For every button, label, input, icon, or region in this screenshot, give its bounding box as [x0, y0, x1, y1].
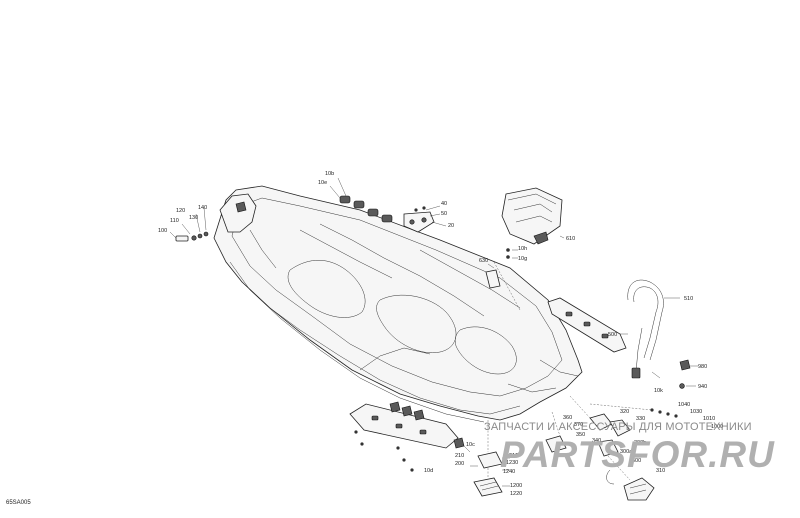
callout-10g: 10g: [518, 256, 527, 262]
bolts-1000: [589, 403, 678, 418]
callout-510: 510: [684, 296, 693, 302]
callout-10h: 10h: [518, 246, 527, 252]
grommet-10c: [453, 437, 471, 453]
side-rail-right: [547, 297, 627, 353]
watermark-logo-text: PARTSFOR.RU: [500, 434, 775, 475]
callout-10k: 10k: [654, 388, 663, 394]
callout-200: 200: [455, 461, 464, 467]
callout-1000: 1000: [711, 424, 723, 430]
callout-340: 340: [592, 438, 601, 444]
callout-100: 100: [158, 228, 167, 234]
callout-630: 630: [479, 258, 488, 264]
intake-grate-1200: [473, 420, 510, 497]
callout-50: 50: [441, 211, 447, 217]
watermark-tagline: ЗАПЧАСТИ И АКСЕССУАРЫ ДЛЯ МОТОТЕХНИКИ: [484, 421, 752, 433]
leader-lines: [329, 177, 661, 467]
fastener-group-100: [169, 207, 209, 242]
callout-980: 980: [698, 364, 707, 370]
rear-grate-300: [545, 395, 655, 501]
callout-300b: 300b: [634, 440, 646, 446]
callout-350: 350: [576, 432, 585, 438]
callout-20: 20: [448, 223, 454, 229]
callout-10d: 10d: [424, 468, 433, 474]
callout-1240: 1240: [503, 469, 515, 475]
callout-120: 120: [176, 208, 185, 214]
callout-320: 320: [620, 409, 629, 415]
callout-1200: 1200: [510, 483, 522, 489]
pipe-510: [620, 279, 680, 379]
callout-500: 500: [608, 332, 617, 338]
callout-310: 310: [656, 468, 665, 474]
callout-1220: 1220: [510, 491, 522, 497]
callout-610: 610: [566, 236, 575, 242]
callout-210: 210: [455, 453, 464, 459]
side-rail-left: [349, 401, 459, 472]
grommet-10b: [339, 195, 393, 223]
callout-1010: 1010: [703, 416, 715, 422]
callout-940: 940: [698, 384, 707, 390]
callout-10c: 10c: [466, 442, 475, 448]
hull-body: [213, 185, 583, 423]
callout-140: 140: [198, 205, 207, 211]
callout-1230: 1230: [506, 460, 518, 466]
callout-300: 300: [632, 458, 641, 464]
callouts: 10b 10e 40 50 20 610 140 120 130 110 100…: [158, 171, 723, 497]
bracket-20: [403, 206, 435, 233]
callout-110: 110: [170, 218, 179, 224]
callout-1040: 1040: [678, 402, 690, 408]
clip-980: [679, 359, 698, 389]
bolt-630: [485, 248, 521, 311]
callout-1210: 1210: [506, 453, 518, 459]
diagram-reference-code: 65SA005: [6, 500, 31, 506]
module-610: [501, 187, 563, 245]
callout-330: 330: [636, 416, 645, 422]
callout-1030: 1030: [690, 409, 702, 415]
callout-130: 130: [189, 215, 198, 221]
callout-360: 360: [563, 415, 572, 421]
callout-370: 370: [574, 422, 583, 428]
callout-40: 40: [441, 201, 447, 207]
callout-10b: 10b: [325, 171, 334, 177]
callout-10e: 10e: [318, 180, 327, 186]
callout-300a: 300a: [620, 449, 633, 455]
